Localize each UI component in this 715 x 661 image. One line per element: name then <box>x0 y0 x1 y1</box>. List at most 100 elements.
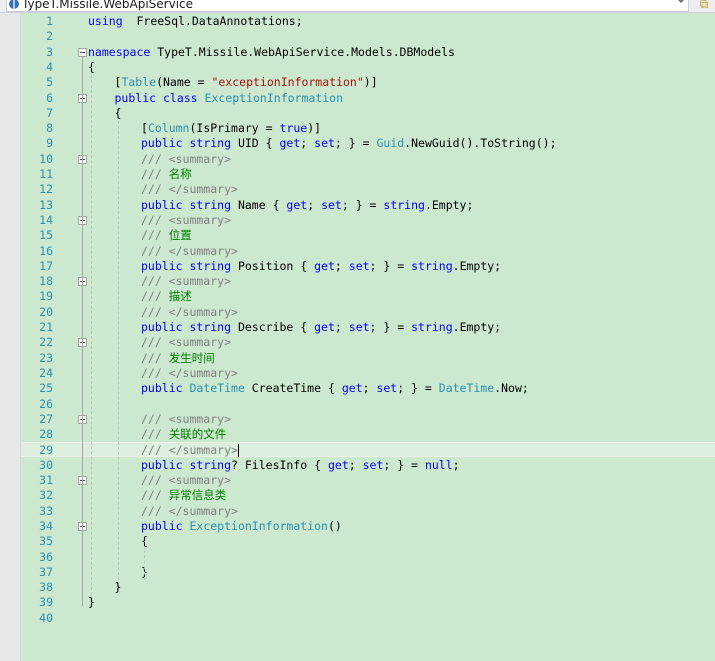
line-number: 16 <box>39 243 53 258</box>
code-text: /// <summary> <box>141 411 232 426</box>
editor-margin <box>0 13 21 661</box>
project-dropdown[interactable]: TypeT.Missile.WebApiService <box>6 0 689 12</box>
code-line[interactable]: 26 <box>21 397 715 412</box>
code-text: /// </summary> <box>141 304 238 319</box>
line-number: 37 <box>39 564 53 579</box>
code-text: /// </summary> <box>141 182 238 197</box>
code-line[interactable]: 27 /// <summary> <box>21 412 715 427</box>
line-number: 18 <box>39 274 53 289</box>
code-line[interactable]: 20 /// </summary> <box>21 305 715 320</box>
line-number: 9 <box>46 136 53 151</box>
line-number: 8 <box>46 121 53 136</box>
line-number: 39 <box>39 595 53 610</box>
line-number: 20 <box>39 304 53 319</box>
line-number: 27 <box>39 411 53 426</box>
line-number: 1 <box>46 14 53 28</box>
code-text: } <box>114 580 122 595</box>
line-number: 25 <box>39 381 53 396</box>
line-number: 2 <box>46 29 53 44</box>
code-text: /// </summary> <box>141 443 239 458</box>
code-text: /// </summary> <box>141 503 238 518</box>
code-line[interactable]: 13 public string Name { get; set; } = str… <box>21 198 715 213</box>
code-line[interactable]: 29 /// </summary> <box>21 442 715 458</box>
line-number: 21 <box>39 320 53 334</box>
code-line[interactable]: 24 /// </summary> <box>21 366 715 381</box>
line-number: 26 <box>39 396 53 411</box>
code-line[interactable]: 30 public string? FilesInfo { get; set; }… <box>21 458 715 473</box>
line-number: 13 <box>39 197 53 212</box>
code-line[interactable]: 14/// <summary> <box>21 213 715 228</box>
code-text: public string Name { get; set; } = strin… <box>141 197 474 212</box>
code-line[interactable]: 2 <box>21 29 715 44</box>
line-number: 6 <box>46 90 53 105</box>
code-line[interactable]: 37} <box>21 565 715 580</box>
code-line[interactable]: 40 <box>21 611 715 626</box>
code-line[interactable]: 34 public ExceptionInformation() <box>21 519 715 534</box>
code-text: /// </summary> <box>141 243 238 258</box>
code-text: /// <summary> <box>141 274 232 289</box>
split-window-icon[interactable]: ⧉ <box>699 0 709 11</box>
indent-guide <box>91 75 92 596</box>
code-line[interactable]: 5[Table(Name = "exceptionInformation")] <box>21 75 715 90</box>
code-line[interactable]: 12/// </summary> <box>21 182 715 197</box>
line-number: 29 <box>39 443 53 458</box>
code-text: namespace TypeT.Missile.WebApiService.Mo… <box>88 44 455 59</box>
line-number: 40 <box>39 610 53 625</box>
globe-project-icon <box>9 0 19 9</box>
code-line[interactable]: 22/// <summary> <box>21 335 715 350</box>
code-line[interactable]: 21 public string Describe { get; set; } =… <box>21 320 715 335</box>
code-line[interactable]: 35{ <box>21 534 715 549</box>
code-line[interactable]: 11/// 名称 <box>21 167 715 182</box>
code-text: public ExceptionInformation() <box>141 518 342 533</box>
code-line[interactable]: 23/// 发生时间 <box>21 351 715 366</box>
code-text: /// 发生时间 <box>141 350 215 365</box>
code-text: /// </summary> <box>141 365 238 380</box>
code-line[interactable]: 4{ <box>21 60 715 75</box>
code-line[interactable]: 18 /// <summary> <box>21 274 715 289</box>
code-line[interactable]: 7{ <box>21 106 715 121</box>
line-number: 30 <box>39 457 53 472</box>
code-line[interactable]: 32 /// 异常信息类 <box>21 488 715 503</box>
line-number: 34 <box>39 518 53 533</box>
code-text: public class ExceptionInformation <box>114 90 344 105</box>
project-name: TypeT.Missile.WebApiService <box>22 0 194 11</box>
line-number: 32 <box>39 488 53 503</box>
fold-outline <box>82 55 83 607</box>
code-line[interactable]: 38} <box>21 580 715 595</box>
code-text: public string Position { get; set; } = s… <box>141 258 502 273</box>
code-line[interactable]: 8 [Column(IsPrimary = true)] <box>21 121 715 136</box>
line-number: 36 <box>39 549 53 564</box>
code-line[interactable]: 31/// <summary> <box>21 473 715 488</box>
code-text: public string Describe { get; set; } = s… <box>141 320 502 334</box>
code-line[interactable]: 6 public class ExceptionInformation <box>21 91 715 106</box>
code-line[interactable]: 39} <box>21 595 715 610</box>
code-text: [Column(IsPrimary = true)] <box>141 121 322 136</box>
code-line[interactable]: 33/// </summary> <box>21 504 715 519</box>
code-line[interactable]: 15/// 位置 <box>21 228 715 243</box>
chevron-down-icon[interactable] <box>678 0 684 3</box>
code-text: [Table(Name = "exceptionInformation")] <box>114 75 378 90</box>
code-line[interactable]: 28/// 关联的文件 <box>21 427 715 442</box>
line-number: 15 <box>39 228 53 243</box>
line-number: 31 <box>39 473 53 487</box>
text-caret <box>237 444 239 458</box>
code-text: /// 异常信息类 <box>141 488 227 503</box>
code-text: { <box>141 534 148 549</box>
line-number: 24 <box>39 365 53 380</box>
line-number: 14 <box>39 212 53 227</box>
code-line[interactable]: 10/// <summary> <box>21 152 715 167</box>
code-line[interactable]: 36 <box>21 550 715 565</box>
code-text: public string? FilesInfo { get; set; } =… <box>141 457 460 472</box>
code-line[interactable]: 16 /// </summary> <box>21 244 715 259</box>
line-number: 7 <box>46 105 53 120</box>
code-line[interactable]: 19/// 描述 <box>21 289 715 304</box>
line-number: 22 <box>39 335 53 350</box>
navigation-bar: TypeT.Missile.WebApiService ⧉ <box>0 0 715 13</box>
line-number: 10 <box>39 151 53 166</box>
